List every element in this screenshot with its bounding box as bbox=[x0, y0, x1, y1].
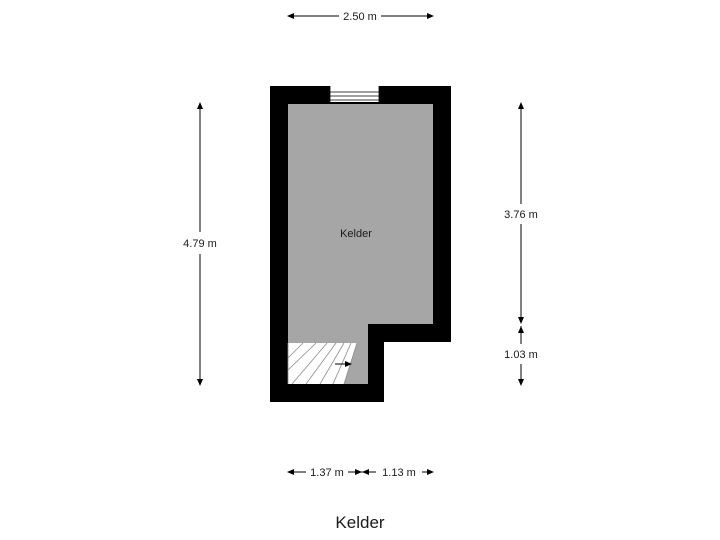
stair-arrow-icon bbox=[345, 361, 352, 367]
dimension-left-height: 4.79 m bbox=[183, 102, 217, 386]
floor-title: Kelder bbox=[335, 513, 385, 532]
dimension-label-bottom-left: 1.37 m bbox=[310, 467, 344, 479]
room-label-kelder: Kelder bbox=[340, 228, 372, 240]
dimension-top-width: 2.50 m bbox=[287, 11, 434, 23]
dimension-right-lower: 1.03 m bbox=[504, 326, 538, 386]
dimension-label-left: 4.79 m bbox=[183, 238, 217, 250]
dimension-label-bottom-right: 1.13 m bbox=[382, 467, 416, 479]
dimension-label-right-upper: 3.76 m bbox=[504, 209, 538, 221]
staircase bbox=[287, 342, 358, 385]
dimension-label-right-lower: 1.03 m bbox=[504, 349, 538, 361]
dimension-right-upper: 3.76 m bbox=[504, 102, 538, 324]
dimension-label-top: 2.50 m bbox=[343, 11, 377, 23]
dimension-bottom: 1.37 m 1.13 m bbox=[287, 467, 434, 479]
window bbox=[329, 86, 380, 102]
room-floor-kelder bbox=[288, 104, 433, 384]
